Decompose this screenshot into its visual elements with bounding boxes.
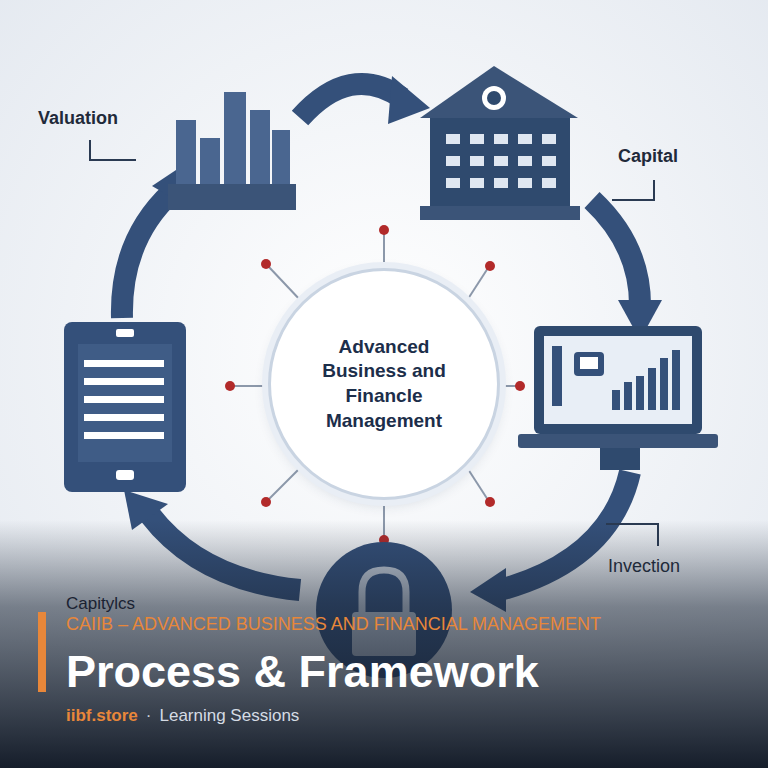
art-part [636, 376, 644, 410]
art-part [466, 466, 488, 500]
tablet-lines [84, 360, 164, 439]
separator: · [146, 706, 152, 726]
art-part [78, 344, 172, 462]
art-part [268, 466, 302, 500]
red-dots [225, 225, 525, 545]
art-part [518, 156, 532, 166]
art-part [494, 156, 508, 166]
laptop-bars [612, 350, 680, 410]
art-part [224, 92, 246, 184]
tablet-icon [64, 322, 186, 492]
art-part [542, 134, 556, 144]
art-part [116, 329, 134, 337]
art-part [592, 200, 640, 305]
art-part [612, 390, 620, 410]
art-part [225, 381, 235, 391]
art-part [544, 336, 692, 424]
site-name: iibf.store [66, 706, 138, 726]
art-part [446, 156, 460, 166]
art-part [272, 130, 290, 184]
art-part [261, 259, 271, 269]
art-part [232, 385, 268, 387]
art-part [420, 206, 580, 220]
art-part [470, 178, 484, 188]
building-windows [446, 134, 556, 188]
art-part [84, 396, 164, 403]
art-part [268, 266, 302, 302]
art-part [482, 86, 506, 110]
art-part [379, 225, 389, 235]
spokes [232, 232, 518, 538]
art-part [470, 134, 484, 144]
art-part [485, 497, 495, 507]
art-part [84, 378, 164, 385]
bottom-band [0, 520, 768, 768]
art-part [542, 178, 556, 188]
art-part [574, 352, 604, 376]
art-part [446, 134, 460, 144]
art-part [494, 178, 508, 188]
circle-text: Advanced Business and Financle Managemen… [304, 335, 464, 434]
art-part [176, 120, 196, 184]
art-part [600, 448, 640, 470]
course-line: CAIIB – ADVANCED BUSINESS AND FINANCIAL … [66, 614, 601, 635]
art-part [446, 178, 460, 188]
laptop-icon [518, 326, 718, 470]
art-part [518, 178, 532, 188]
accent-bar [38, 612, 46, 692]
title: Process & Framework [66, 646, 539, 698]
chart-icon [168, 92, 296, 210]
art-part [485, 261, 495, 271]
art-part [84, 414, 164, 421]
art-part [552, 346, 562, 406]
art-part [300, 84, 402, 118]
art-part [542, 156, 556, 166]
art-part [84, 360, 164, 367]
art-part [624, 382, 632, 410]
section-label: Capital [618, 146, 678, 167]
art-part [466, 268, 488, 302]
art-part [430, 118, 570, 206]
center-circle: Advanced Business and Financle Managemen… [268, 268, 500, 500]
art-part [250, 110, 270, 184]
art-part [383, 232, 385, 268]
art-part [660, 358, 668, 410]
art-part [116, 470, 134, 480]
art-part [494, 134, 508, 144]
section-label: Invection [608, 556, 680, 577]
art-part [200, 138, 220, 184]
art-part [518, 434, 718, 448]
art-part [168, 184, 296, 210]
art-part [534, 326, 702, 434]
art-part [580, 357, 598, 369]
art-part [64, 322, 186, 492]
art-part [648, 368, 656, 410]
art-part [672, 350, 680, 410]
session-label: Learning Sessions [159, 706, 299, 726]
art-part [420, 66, 578, 118]
art-part [122, 192, 172, 318]
section-label: Valuation [38, 108, 118, 129]
section-label: Capitylcs [66, 594, 135, 614]
building-icon [420, 66, 580, 220]
art-part [84, 432, 164, 439]
art-part [515, 381, 525, 391]
art-part [518, 134, 532, 144]
art-part [90, 140, 136, 160]
art-part [487, 91, 501, 105]
art-part [612, 180, 654, 200]
art-part [470, 156, 484, 166]
art-part [261, 497, 271, 507]
